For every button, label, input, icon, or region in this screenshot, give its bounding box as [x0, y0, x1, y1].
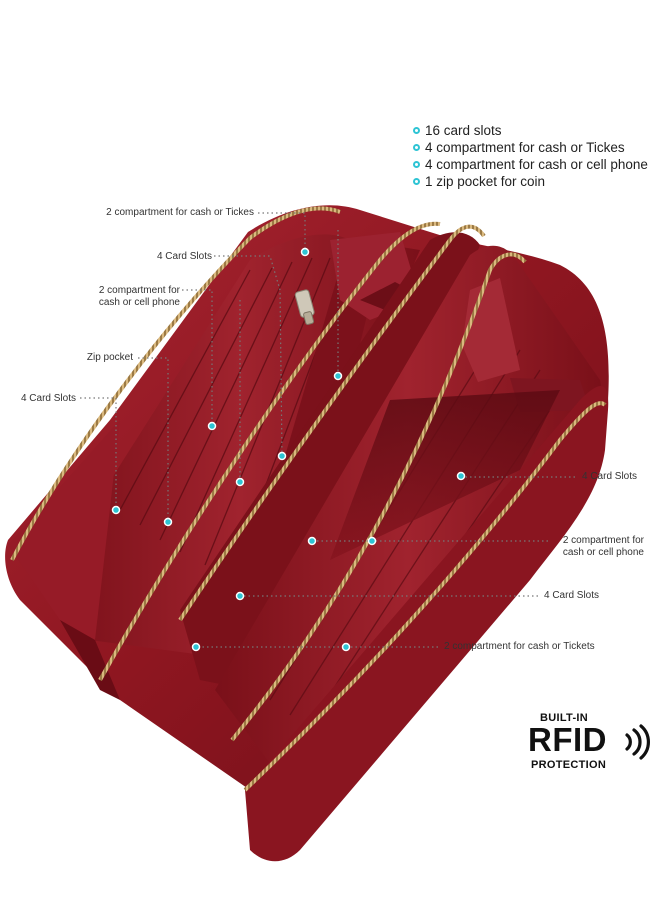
bullet-icon — [413, 161, 420, 168]
callout-zip-pocket: Zip pocket — [86, 352, 133, 363]
callout-left-cash-tickes: 2 compartment for cash or Tickes — [106, 207, 254, 218]
wallet-front-shell — [245, 386, 609, 862]
callout-right-card-slots-top: 4 Card Slots — [582, 471, 638, 482]
callout-left-card-slots-bottom: 4 Card Slots — [20, 393, 76, 404]
middle-panel — [180, 232, 480, 700]
bullet-icon — [413, 144, 420, 151]
callout-right-card-slots-bottom: 4 Card Slots — [544, 590, 600, 601]
zipper-middle — [178, 224, 486, 622]
zipper-right — [230, 252, 527, 742]
callout-dots — [111, 247, 466, 652]
callout-right-cash-tickets: 2 compartment for cash or Tickets — [444, 641, 595, 652]
feature-list: 16 card slots 4 compartment for cash or … — [413, 122, 648, 190]
callout-right-cash-phone: 2 compartment for cash or cell phone — [562, 535, 644, 558]
rfid-badge-bottom: PROTECTION — [531, 759, 607, 771]
bullet-icon — [413, 127, 420, 134]
rfid-badge-top: BUILT-IN — [540, 712, 589, 724]
zipper-left — [10, 206, 341, 561]
feature-item: 1 zip pocket for coin — [413, 173, 648, 190]
callout-left-card-slots-top: 4 Card Slots — [156, 251, 212, 262]
feature-item: 4 compartment for cash or cell phone — [413, 156, 648, 173]
zip-puller — [294, 289, 315, 325]
callout-lines — [80, 212, 575, 648]
wallet-left-side — [8, 420, 120, 640]
rfid-badge: BUILT-IN RFID PROTECTION — [528, 712, 652, 774]
feature-item: 4 compartment for cash or Tickes — [413, 139, 648, 156]
zipper-left-inner — [98, 221, 441, 681]
bullet-icon — [413, 178, 420, 185]
signal-waves-icon — [625, 724, 650, 760]
callout-left-cash-phone: 2 compartment for cash or cell phone — [98, 285, 180, 308]
zipper-front — [243, 401, 607, 792]
feature-item: 16 card slots — [413, 122, 648, 139]
rfid-badge-main: RFID — [528, 721, 607, 758]
